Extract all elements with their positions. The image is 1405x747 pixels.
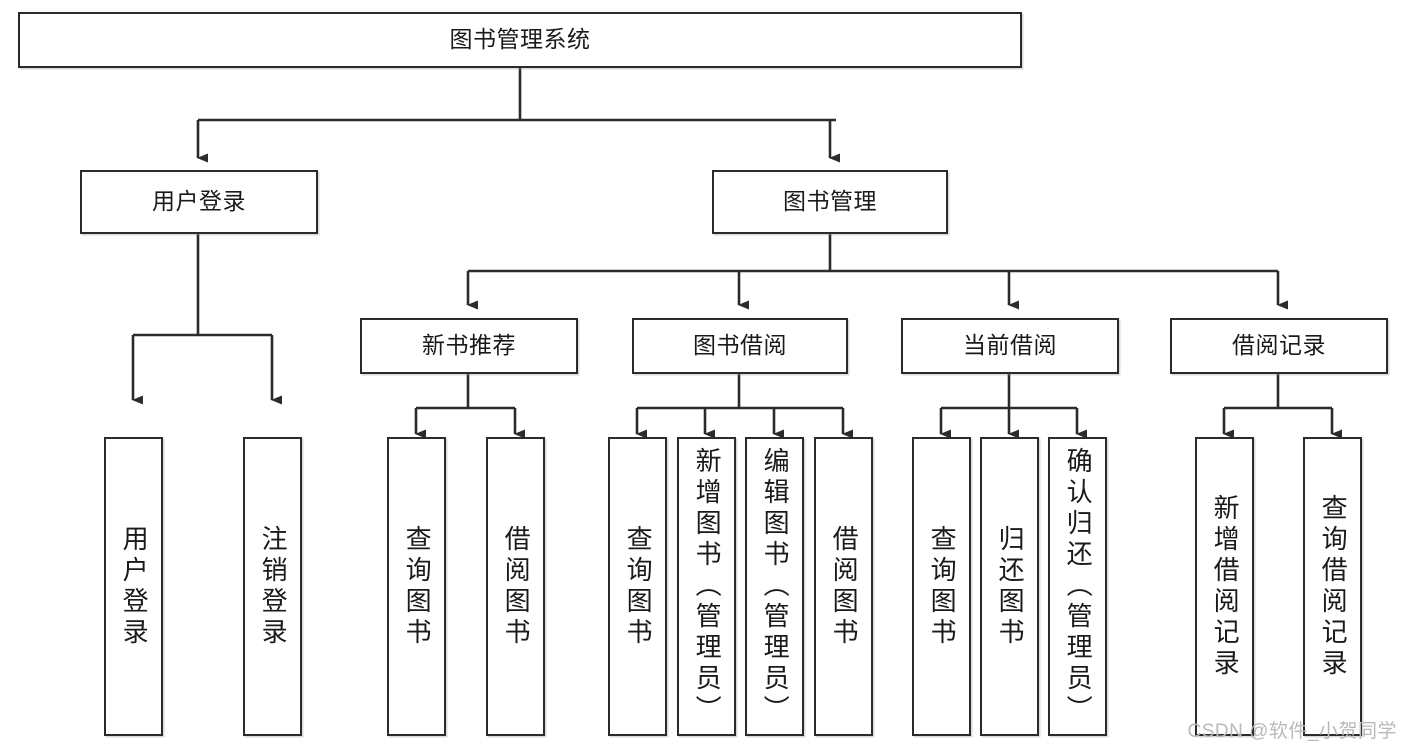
node-label: 归还图书: [995, 524, 1026, 649]
node-label: 用户登录: [119, 524, 150, 649]
node-label: 新增图书（管理员）: [692, 447, 723, 726]
leaf-current-borrow-confirm[interactable]: 确认归还（管理员）: [1048, 437, 1107, 736]
leaf-book-borrow-edit[interactable]: 编辑图书（管理员）: [745, 437, 804, 736]
node-label: 图书管理: [783, 188, 877, 215]
node-user-login[interactable]: 用户登录: [80, 170, 318, 234]
node-label: 当前借阅: [963, 332, 1057, 359]
node-borrow-record[interactable]: 借阅记录: [1170, 318, 1388, 374]
leaf-current-borrow-return[interactable]: 归还图书: [980, 437, 1039, 736]
leaf-book-borrow-add[interactable]: 新增图书（管理员）: [677, 437, 736, 736]
node-label: 新书推荐: [422, 332, 516, 359]
node-root-system[interactable]: 图书管理系统: [18, 12, 1022, 68]
node-label: 查询图书: [927, 524, 958, 649]
node-label: 编辑图书（管理员）: [760, 447, 791, 726]
leaf-new-book-borrow[interactable]: 借阅图书: [486, 437, 545, 736]
leaf-book-borrow-query[interactable]: 查询图书: [608, 437, 667, 736]
node-label: 查询图书: [623, 524, 654, 649]
node-label: 图书借阅: [693, 332, 787, 359]
node-label: 借阅图书: [829, 524, 860, 649]
leaf-borrow-record-add[interactable]: 新增借阅记录: [1195, 437, 1254, 736]
leaf-user-login-logout[interactable]: 注销登录: [243, 437, 302, 736]
node-book-management[interactable]: 图书管理: [712, 170, 948, 234]
leaf-new-book-query[interactable]: 查询图书: [387, 437, 446, 736]
leaf-user-login-login[interactable]: 用户登录: [104, 437, 163, 736]
node-label: 查询图书: [402, 524, 433, 649]
leaf-borrow-record-query[interactable]: 查询借阅记录: [1303, 437, 1362, 736]
node-book-borrow[interactable]: 图书借阅: [632, 318, 848, 374]
node-label: 借阅图书: [501, 524, 532, 649]
node-label: 用户登录: [152, 188, 246, 215]
leaf-book-borrow-borrow[interactable]: 借阅图书: [814, 437, 873, 736]
node-label: 新增借阅记录: [1210, 493, 1241, 680]
node-label: 查询借阅记录: [1318, 493, 1349, 680]
node-new-book-recommend[interactable]: 新书推荐: [360, 318, 578, 374]
node-label: 图书管理系统: [449, 26, 591, 53]
node-label: 借阅记录: [1232, 332, 1326, 359]
node-label: 确认归还（管理员）: [1063, 447, 1094, 726]
csdn-watermark: CSDN @软件_小贺同学: [1187, 721, 1397, 742]
node-label: 注销登录: [258, 524, 289, 649]
leaf-current-borrow-query[interactable]: 查询图书: [912, 437, 971, 736]
node-current-borrow[interactable]: 当前借阅: [901, 318, 1119, 374]
